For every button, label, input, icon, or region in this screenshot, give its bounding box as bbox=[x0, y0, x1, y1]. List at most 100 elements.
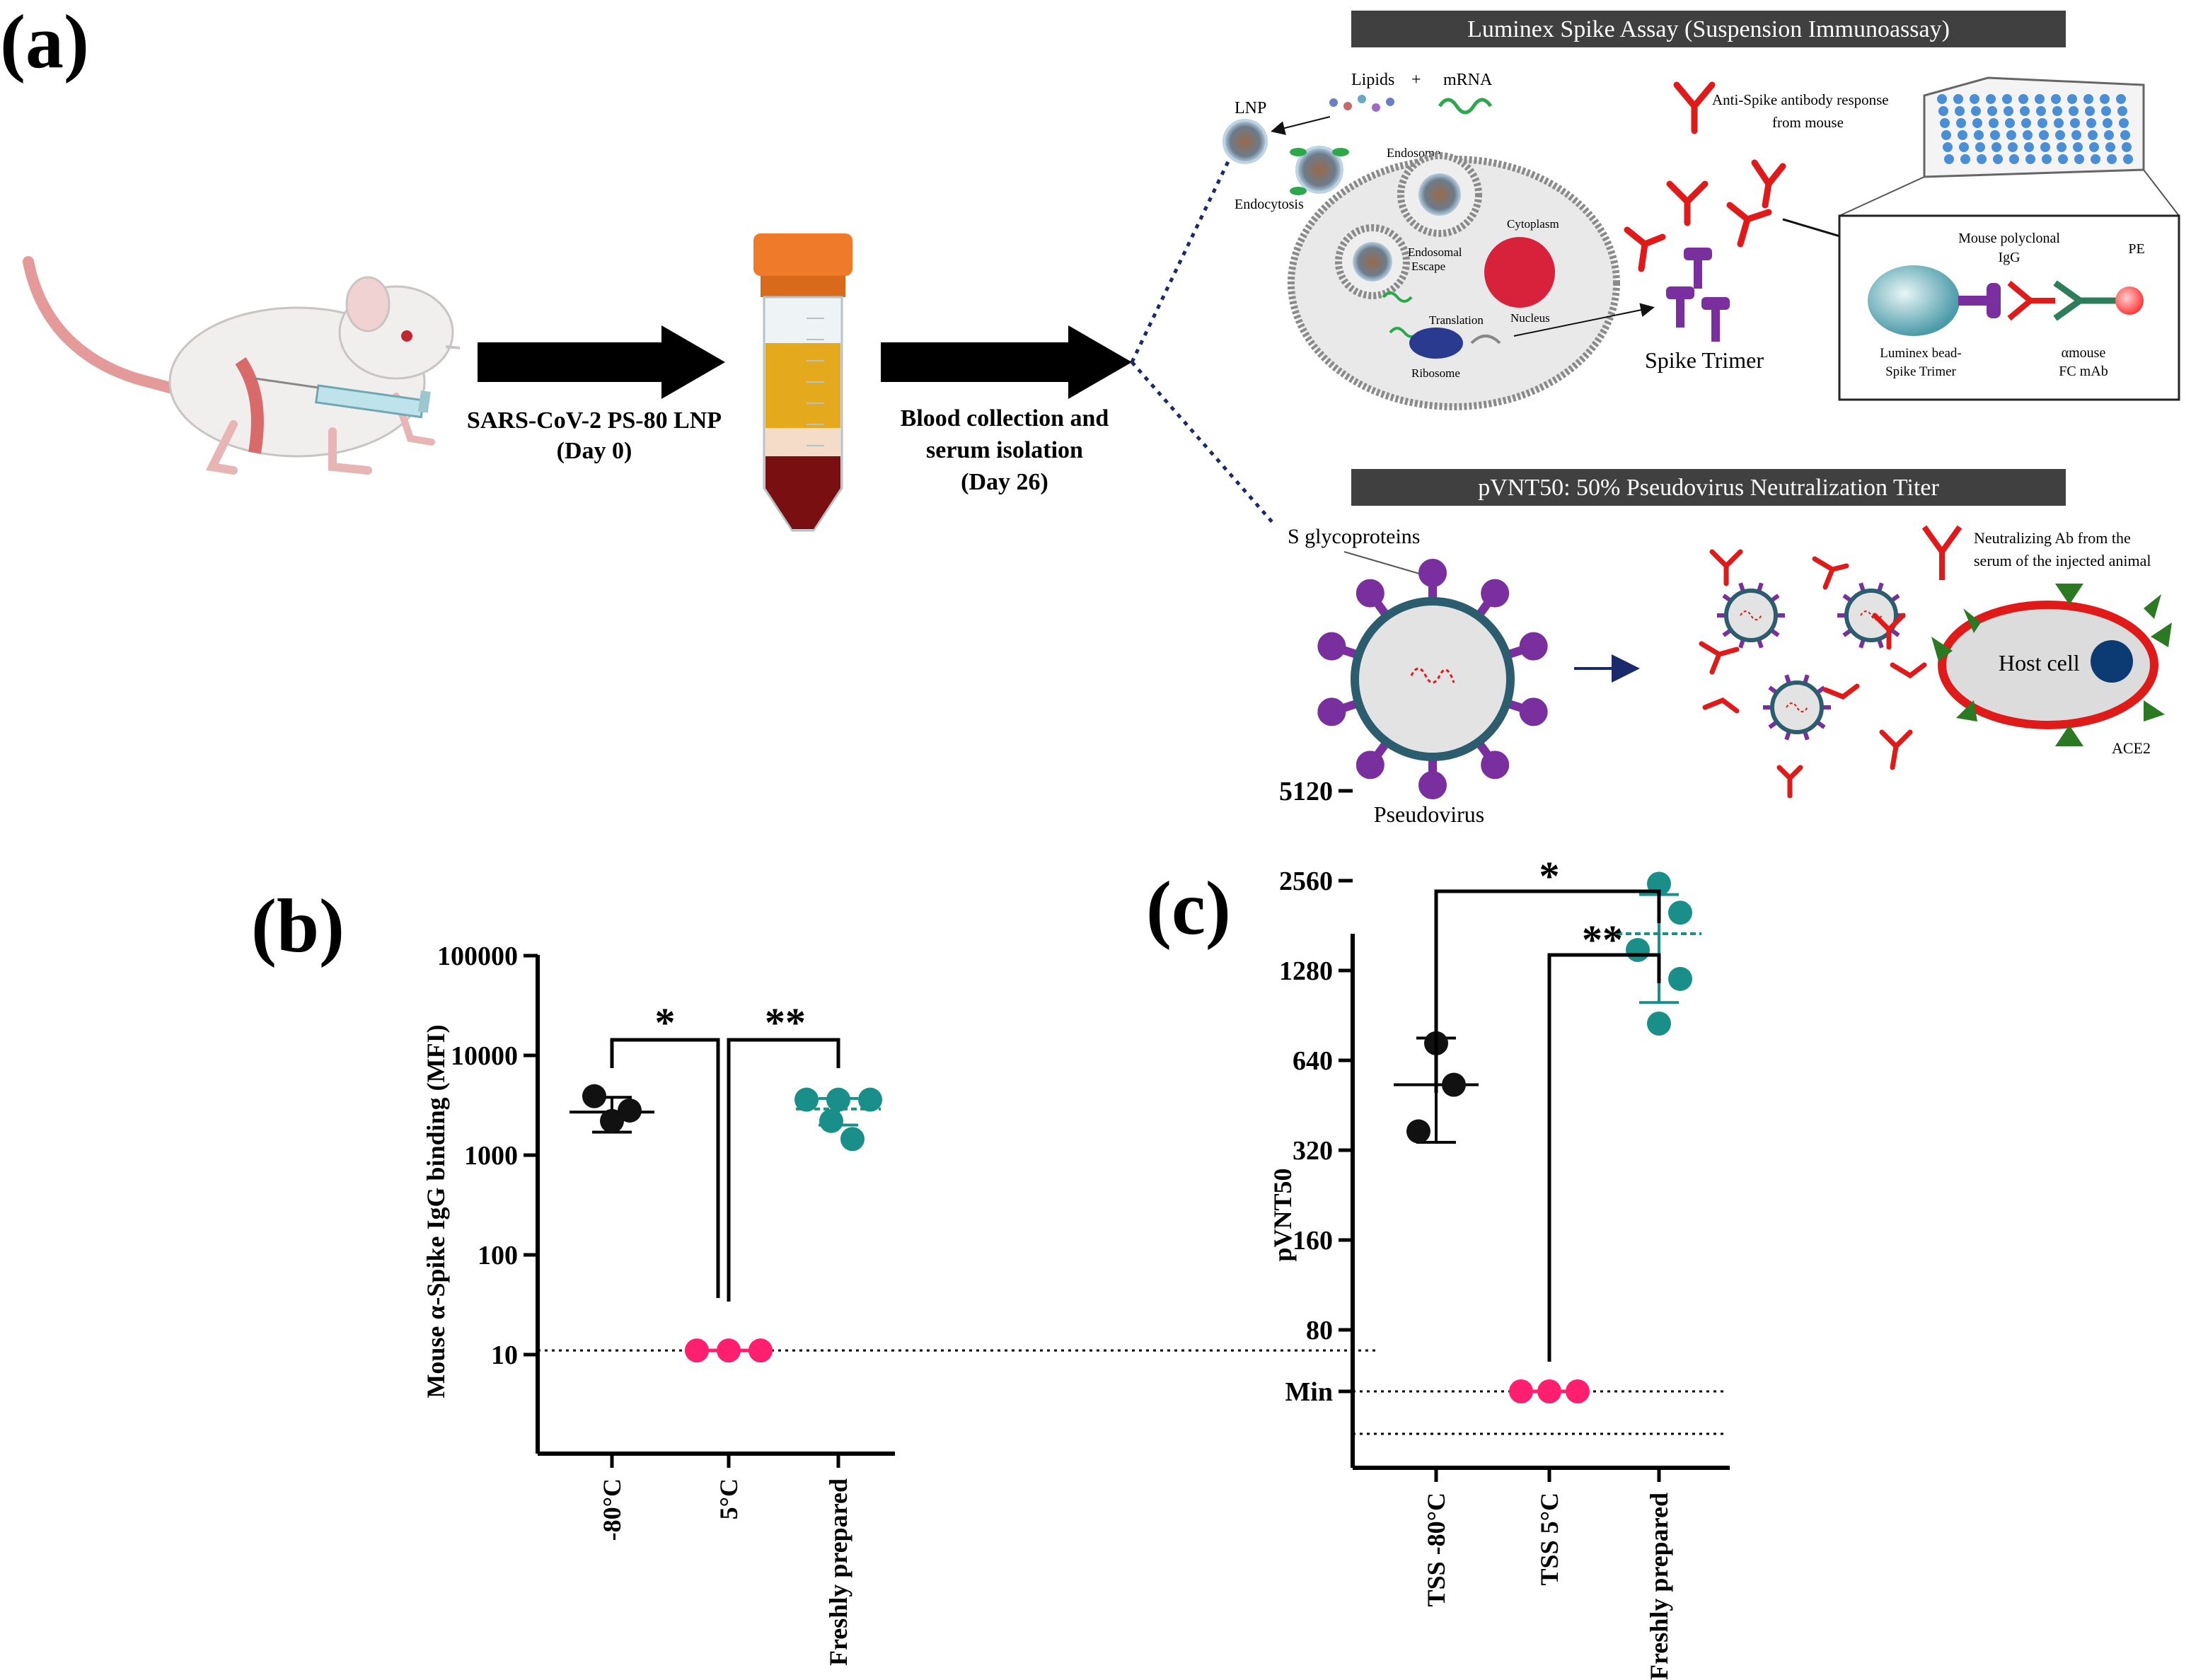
sig-bracket-2 bbox=[1547, 953, 1661, 1362]
plate-well bbox=[1953, 94, 1963, 104]
data-point bbox=[1647, 1012, 1671, 1036]
plate-well bbox=[2009, 154, 2019, 164]
plate-well bbox=[2039, 130, 2049, 140]
sig-bracket-1 bbox=[610, 1038, 720, 1298]
x-tick-label: TSS -80°C bbox=[1422, 1493, 1450, 1606]
spike-trimer-label: Spike Trimer bbox=[1645, 347, 1764, 373]
endocytosis-label: Endocytosis bbox=[1235, 197, 1304, 212]
plate-well bbox=[2058, 154, 2068, 164]
plus-label: + bbox=[1411, 71, 1421, 89]
data-point bbox=[618, 1098, 642, 1123]
data-point bbox=[1566, 1379, 1590, 1403]
plate-well bbox=[2091, 154, 2100, 164]
neutralizing-ab-icon bbox=[1921, 525, 1962, 580]
plate-well bbox=[2008, 142, 2018, 152]
data-point bbox=[840, 1127, 865, 1152]
plate-well bbox=[2070, 118, 2080, 128]
endosomal-escape-label-1: Endosomal bbox=[1408, 245, 1462, 259]
y-tick-label: 5120 bbox=[1279, 777, 1333, 806]
data-point bbox=[600, 1108, 624, 1133]
plate-well bbox=[1975, 142, 1985, 152]
plate-well bbox=[1943, 142, 1953, 152]
x-tick-label: Freshly prepared bbox=[1645, 1493, 1673, 1680]
plate-well bbox=[2103, 118, 2112, 128]
data-point bbox=[1668, 900, 1692, 925]
plate-well bbox=[2005, 118, 2015, 128]
sig-star-1: * bbox=[655, 1000, 676, 1045]
lnp-label: LNP bbox=[1235, 99, 1266, 117]
data-point bbox=[794, 1087, 819, 1112]
virus-spike-tip bbox=[1355, 579, 1384, 608]
panel-c-label: (c) bbox=[1146, 867, 1231, 951]
plate-well bbox=[2074, 154, 2084, 164]
mouse-illustration bbox=[23, 256, 461, 475]
data-point bbox=[1626, 937, 1650, 962]
plate-well bbox=[1937, 94, 1947, 104]
host-cell-icon bbox=[1931, 584, 2172, 746]
y-tick-label: 10 bbox=[491, 1340, 518, 1370]
y-tick-label: 100000 bbox=[437, 942, 518, 971]
data-point bbox=[1509, 1379, 1533, 1403]
small-virus bbox=[1844, 589, 1898, 642]
x-tick-label: Freshly prepared bbox=[824, 1478, 852, 1666]
sig-star-2: ** bbox=[1582, 917, 1623, 963]
cell-diagram: Lipids + mRNA LNP Endocytosis Endosome E… bbox=[1222, 71, 1655, 410]
y-tick-label: 640 bbox=[1293, 1046, 1333, 1076]
plate-well bbox=[1987, 106, 1997, 116]
plate-well bbox=[1986, 94, 1996, 104]
plate-well bbox=[1960, 154, 1970, 164]
plate-well bbox=[1955, 106, 1965, 116]
mouse-igg-label-1: Mouse polyclonal bbox=[1958, 231, 2060, 246]
data-point bbox=[1668, 966, 1692, 991]
connector-pvnt bbox=[1131, 361, 1275, 525]
small-virus bbox=[1724, 589, 1778, 642]
plate-well bbox=[1974, 130, 1984, 140]
plate-well bbox=[2006, 130, 2016, 140]
sig-bracket-1 bbox=[1434, 889, 1661, 1093]
plate-well bbox=[2057, 142, 2066, 152]
pvnt-header: pVNT50: 50% Pseudovirus Neutralization T… bbox=[1478, 475, 1939, 501]
small-virus bbox=[1770, 680, 1824, 734]
neut-label-1: Neutralizing Ab from the bbox=[1974, 529, 2131, 547]
x-tick-label: TSS 5°C bbox=[1535, 1493, 1563, 1585]
plate-well bbox=[1989, 118, 1999, 128]
y-tick-label: 320 bbox=[1293, 1136, 1333, 1166]
virus-spike-tip bbox=[1418, 559, 1447, 587]
y-tick-label: 1000 bbox=[464, 1141, 518, 1171]
virus-spike-tip bbox=[1355, 751, 1384, 780]
luminex-bead-icon bbox=[1868, 265, 1960, 336]
plate-well bbox=[1938, 106, 1948, 116]
plate-well bbox=[1971, 106, 1981, 116]
host-cell-label: Host cell bbox=[1999, 650, 2080, 676]
y-tick-label: Min bbox=[1285, 1377, 1333, 1407]
plate-well bbox=[2071, 130, 2081, 140]
sig-star-1: * bbox=[1539, 853, 1560, 899]
plate-well bbox=[2069, 106, 2079, 116]
data-point bbox=[748, 1338, 773, 1363]
ace2-label: ACE2 bbox=[2112, 739, 2151, 757]
plate-well bbox=[2083, 94, 2093, 104]
pseudovirus-label: Pseudovirus bbox=[1374, 801, 1484, 827]
y-tick-label: 160 bbox=[1293, 1226, 1333, 1256]
spike-trimer-icon bbox=[1666, 248, 1730, 342]
plate-well bbox=[2023, 130, 2033, 140]
lipids-label: Lipids bbox=[1351, 71, 1394, 89]
plate-well bbox=[2042, 154, 2052, 164]
mrna-icon bbox=[1438, 98, 1493, 115]
igg-icon bbox=[2007, 280, 2055, 321]
plate-well bbox=[1956, 118, 1966, 128]
plate-well bbox=[2100, 94, 2110, 104]
arrow2-label-line1: Blood collection and bbox=[901, 405, 1109, 431]
endosomal-escape-label-2: Escape bbox=[1411, 260, 1445, 273]
plate-well bbox=[2088, 130, 2098, 140]
y-tick-label: 80 bbox=[1306, 1316, 1333, 1345]
plate-well bbox=[2105, 142, 2115, 152]
x-tick-label: 5°C bbox=[715, 1478, 743, 1519]
data-point bbox=[717, 1338, 741, 1363]
plate-well bbox=[2123, 154, 2133, 164]
fc-mab-icon bbox=[2053, 280, 2119, 321]
plate-well bbox=[2018, 94, 2028, 104]
